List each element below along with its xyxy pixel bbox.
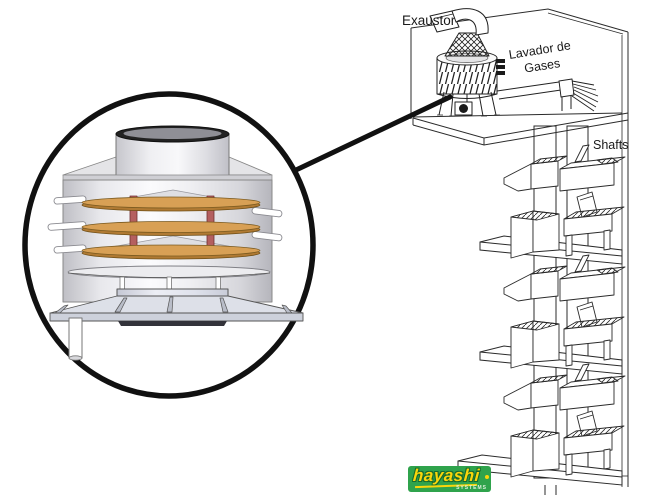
cad-distributor-disc: [67, 265, 271, 279]
cad-tray: [81, 221, 261, 236]
brand-subtitle: SYSTEMS: [456, 485, 487, 491]
label-exaustor: Exaustor: [402, 13, 456, 28]
brand-logo: hayashi SYSTEMS: [408, 466, 491, 492]
registered-mark-dot: [485, 475, 489, 479]
detail-callout: [22, 91, 453, 399]
roof-slab: [412, 112, 629, 146]
cad-body-rim: [62, 174, 273, 181]
cad-skirt: [49, 295, 304, 326]
cad-drain-pipe: [68, 317, 83, 361]
cad-side-nozzles: [47, 195, 283, 254]
floor-unit-level-1: [503, 144, 626, 259]
roof-scene: [429, 8, 599, 117]
cad-tray: [81, 196, 261, 212]
roof-duct-louver-icon: [496, 78, 599, 112]
cad-top-stack: [115, 125, 230, 177]
shaft-stub: [544, 485, 557, 495]
exhaust-elbow-icon: [429, 8, 489, 36]
label-shafts: Shafts: [593, 138, 629, 152]
floor-unit-level-2: [503, 254, 626, 369]
gas-scrubber-icon: [436, 32, 505, 99]
callout-connector-line: [293, 94, 453, 173]
pump-icon: [454, 94, 473, 116]
brand-name: hayashi: [412, 466, 481, 485]
scrubber-cad-model: [47, 125, 304, 361]
building-cutaway: [410, 8, 629, 495]
floor-unit-level-3: [503, 363, 626, 478]
cad-tray: [81, 244, 261, 260]
